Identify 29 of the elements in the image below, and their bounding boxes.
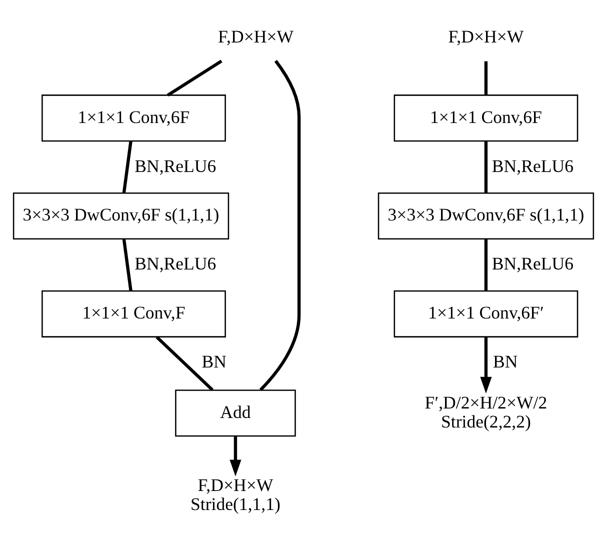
edge-label: BN,ReLU6 — [492, 253, 574, 274]
arrow — [480, 336, 492, 393]
node-text: F,D×H×W — [198, 474, 274, 494]
connector — [259, 59, 301, 390]
node-label: Stride(2,2,2) — [440, 410, 531, 431]
node-label: Stride(1,1,1) — [190, 493, 280, 514]
node-text: F,D×H×W — [448, 26, 524, 46]
node-text: F′,D/2×H/2×W/2 — [424, 392, 548, 412]
node-box: 1×1×1 Conv,6F — [394, 94, 578, 142]
node-box: 3×3×3 DwConv,6F s(1,1,1) — [378, 192, 594, 240]
edge-label: BN,ReLU6 — [134, 155, 216, 176]
node-text: F,D×H×W — [218, 26, 294, 46]
connector — [156, 335, 214, 391]
node-box: 1×1×1 Conv,6F — [42, 94, 226, 142]
connector — [122, 140, 132, 193]
edge-label: BN — [492, 351, 518, 372]
node-box: 1×1×1 Conv,6F′ — [394, 290, 578, 337]
edge-label: BN,ReLU6 — [134, 253, 216, 274]
connector — [484, 140, 488, 192]
connector — [484, 238, 488, 290]
connector — [484, 60, 488, 94]
edge-label: BN,ReLU6 — [492, 155, 574, 176]
node-box: 1×1×1 Conv,F — [42, 290, 226, 337]
edge-label: BN — [202, 351, 227, 372]
node-box: Add — [175, 389, 296, 436]
arrow — [230, 436, 242, 476]
connector — [166, 59, 222, 96]
node-box: 3×3×3 DwConv,6F s(1,1,1) — [12, 192, 230, 240]
connector — [122, 238, 132, 290]
